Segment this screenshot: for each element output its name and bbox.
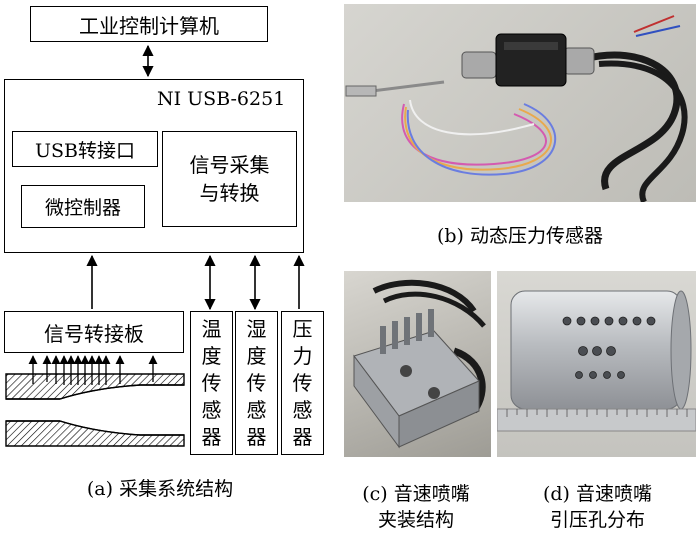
caption-b: (b) 动态压力传感器 <box>436 225 604 247</box>
mcu-box: 微控制器 <box>21 185 145 228</box>
nozzle-photo <box>497 271 696 457</box>
temp-sensor-char: 传 <box>201 370 222 395</box>
adapter-board-label: 信号转接板 <box>44 321 144 346</box>
adapter-board-box: 信号转接板 <box>4 311 184 353</box>
clamp-photo-drawing <box>353 279 486 449</box>
nozzle-photo-drawing <box>497 290 696 432</box>
daq-label: NI USB-6251 <box>157 88 286 110</box>
signal-block-box: 信号采集 与转换 <box>162 131 297 227</box>
caption-d: (d) 音速喷嘴 引压孔分布 <box>510 481 685 533</box>
usb-label: USB转接口 <box>35 139 135 162</box>
temp-sensor-box: 温 度 传 感 器 <box>190 311 233 455</box>
sensor-photo-drawing <box>345 15 688 202</box>
temp-sensor-char: 度 <box>201 343 222 368</box>
mcu-label: 微控制器 <box>44 197 121 219</box>
sensor-photo <box>344 4 696 202</box>
humidity-sensor-box: 湿 度 传 感 器 <box>235 311 278 455</box>
pressure-sensor-char: 感 <box>292 397 313 422</box>
signal-block-line2: 与转换 <box>199 181 260 205</box>
pressure-sensor-char: 器 <box>292 424 313 449</box>
caption-c-line1: (c) 音速喷嘴 <box>362 483 470 505</box>
caption-d-line2: 引压孔分布 <box>549 509 645 531</box>
temp-sensor-char: 感 <box>201 397 222 422</box>
humidity-sensor-char: 器 <box>246 424 267 449</box>
pressure-sensor-char: 传 <box>292 370 313 395</box>
temp-sensor-char: 温 <box>201 316 222 341</box>
computer-box: 工业控制计算机 <box>30 6 268 42</box>
usb-box: USB转接口 <box>12 131 158 167</box>
nozzle-cross-section <box>5 373 185 447</box>
pressure-tap-arrows <box>28 355 158 385</box>
caption-a: (a) 采集系统结构 <box>86 478 234 500</box>
computer-label: 工业控制计算机 <box>79 13 219 38</box>
humidity-sensor-char: 度 <box>246 343 267 368</box>
humidity-sensor-char: 湿 <box>246 316 267 341</box>
humidity-sensor-char: 传 <box>246 370 267 395</box>
temp-sensor-char: 器 <box>201 424 222 449</box>
pressure-sensor-char: 力 <box>292 343 313 368</box>
caption-d-line1: (d) 音速喷嘴 <box>542 483 653 505</box>
caption-c: (c) 音速喷嘴 夹装结构 <box>336 481 496 533</box>
humidity-sensor-char: 感 <box>246 397 267 422</box>
pressure-sensor-char: 压 <box>292 316 313 341</box>
signal-block-line1: 信号采集 <box>189 153 270 177</box>
clamp-photo <box>344 271 491 457</box>
pressure-sensor-box: 压 力 传 感 器 <box>281 311 324 455</box>
caption-c-line2: 夹装结构 <box>377 509 454 531</box>
